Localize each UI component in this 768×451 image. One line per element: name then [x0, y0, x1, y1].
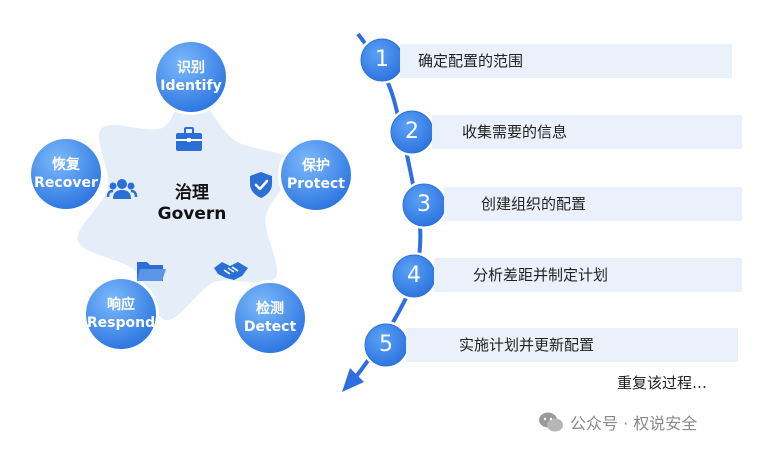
- function-en-detect: Detect: [243, 319, 297, 335]
- step-circle-5: [362, 321, 410, 369]
- function-circle-detect: [232, 280, 308, 356]
- step-bar-3: [444, 187, 742, 221]
- function-circle-identify: [153, 39, 229, 115]
- step-text-4: 分析差距并制定计划: [473, 266, 609, 284]
- step-bar-4: [434, 258, 742, 292]
- step-text-2: 收集需要的信息: [462, 123, 568, 141]
- process-arrow-head: [342, 368, 364, 392]
- function-label-protect: 保护 Protect: [277, 157, 355, 193]
- step-number-2: 2: [405, 119, 419, 144]
- function-cn-identify: 识别: [177, 60, 205, 76]
- function-en-respond: Respond: [86, 315, 156, 331]
- people-icon: [106, 179, 138, 199]
- function-label-respond: 响应 Respond: [82, 296, 160, 332]
- step-bar-1: [400, 44, 732, 78]
- center-label-govern: 治理 Govern: [147, 183, 237, 225]
- step-number-1: 1: [375, 47, 389, 72]
- step-number-3: 3: [417, 192, 431, 217]
- function-circle-respond: [83, 276, 159, 352]
- step-bar-5: [406, 328, 738, 362]
- step-number-4: 4: [407, 263, 421, 288]
- wechat-icon: [539, 412, 563, 432]
- briefcase-icon: [176, 127, 202, 151]
- handshake-icon: [214, 262, 248, 280]
- function-circle-protect: [278, 137, 354, 213]
- center-label-en: Govern: [157, 204, 227, 224]
- watermark-text: 公众号 · 权说安全: [570, 414, 698, 433]
- step-circle-3: [400, 181, 448, 229]
- function-label-identify: 识别 Identify: [152, 59, 230, 95]
- function-cn-respond: 响应: [107, 297, 135, 313]
- function-circle-recover: [28, 136, 104, 212]
- shield-check-icon: [250, 172, 272, 198]
- center-label-cn: 治理: [175, 183, 209, 203]
- repeat-process-text: 重复该过程…: [617, 374, 708, 392]
- step-number-5: 5: [379, 332, 393, 357]
- step-circle-4: [390, 252, 438, 300]
- function-cn-detect: 检测: [256, 301, 284, 317]
- function-label-detect: 检测 Detect: [231, 300, 309, 336]
- folder-icon: [137, 262, 166, 281]
- step-text-5: 实施计划并更新配置: [459, 336, 595, 354]
- watermark: 公众号 · 权说安全: [538, 410, 697, 434]
- function-en-identify: Identify: [160, 78, 222, 94]
- function-cn-protect: 保护: [302, 158, 330, 174]
- step-text-1: 确定配置的范围: [418, 52, 524, 70]
- function-en-protect: Protect: [287, 176, 345, 192]
- step-text-3: 创建组织的配置: [481, 195, 587, 213]
- function-en-recover: Recover: [34, 175, 98, 191]
- function-label-recover: 恢复 Recover: [27, 156, 105, 192]
- step-bar-2: [432, 115, 742, 149]
- function-cn-recover: 恢复: [52, 157, 80, 173]
- step-circle-2: [388, 108, 436, 156]
